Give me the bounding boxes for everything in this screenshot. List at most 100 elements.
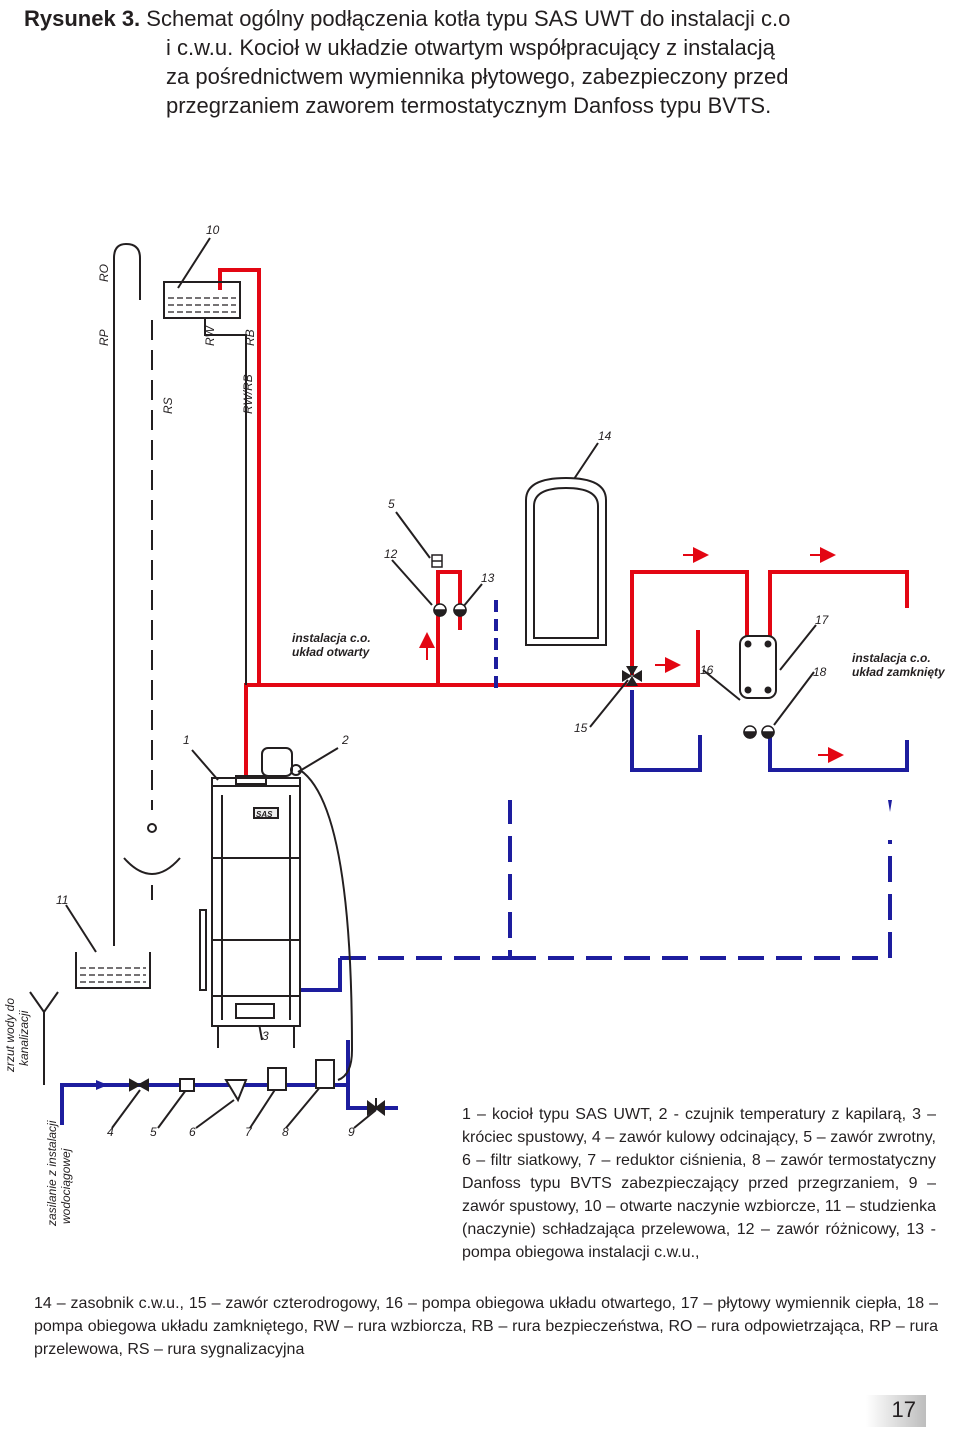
boiler-return bbox=[300, 958, 342, 992]
leader-18 bbox=[773, 671, 815, 726]
num-7: 7 bbox=[245, 1125, 253, 1139]
num-2: 2 bbox=[341, 733, 349, 747]
water-fittings bbox=[129, 1059, 385, 1116]
num-9: 9 bbox=[348, 1125, 355, 1139]
return-arrows bbox=[96, 800, 892, 1090]
cooling-vessel bbox=[75, 952, 151, 989]
thermostatic-valve-8 bbox=[315, 1059, 335, 1089]
pumps bbox=[433, 603, 775, 739]
leader-11 bbox=[65, 904, 97, 953]
drain-valve-9 bbox=[367, 1098, 385, 1116]
pump-18 bbox=[761, 725, 775, 739]
num-6: 6 bbox=[189, 1125, 196, 1139]
leader-6 bbox=[195, 1099, 235, 1129]
leader-5b bbox=[157, 1089, 187, 1129]
pressure-reducer-7 bbox=[267, 1067, 287, 1091]
supply-label-1: zasilanie z instalacji bbox=[45, 1120, 59, 1227]
num-12: 12 bbox=[384, 547, 398, 561]
num-8: 8 bbox=[282, 1125, 289, 1139]
main-supply-line bbox=[244, 630, 700, 775]
label-ro: RO bbox=[97, 264, 111, 282]
legend-right: 1 – kocioł typu SAS UWT, 2 - czujnik tem… bbox=[462, 1106, 936, 1261]
num-5b: 5 bbox=[150, 1125, 157, 1139]
ro-pipe bbox=[113, 242, 141, 300]
drain-funnel bbox=[29, 991, 59, 1085]
strainer-6 bbox=[224, 1079, 248, 1103]
rb-pipe bbox=[218, 268, 261, 685]
black-pipes bbox=[29, 237, 817, 1129]
leader-4 bbox=[111, 1089, 141, 1129]
caption-line-1: Schemat ogólny podłączenia kotła typu SA… bbox=[146, 6, 791, 31]
caption-line-2: i c.w.u. Kocioł w układzie otwartym wspó… bbox=[166, 35, 775, 60]
check-valve-5 bbox=[179, 1078, 195, 1092]
caption-line-3: za pośrednictwem wymiennika płytowego, z… bbox=[166, 64, 789, 89]
leader-5 bbox=[395, 511, 431, 559]
return-pipes bbox=[60, 600, 909, 1125]
open-system-label-2: układ otwarty bbox=[292, 645, 371, 659]
num-11: 11 bbox=[56, 893, 68, 907]
page-tab: 17 bbox=[866, 1395, 926, 1427]
leader-15 bbox=[589, 679, 629, 728]
label-rwrb: RW/RB bbox=[241, 374, 255, 414]
capillary bbox=[299, 769, 354, 1081]
caption-line-4: przegrzaniem zaworem termostatycznym Dan… bbox=[166, 93, 772, 118]
num-17: 17 bbox=[815, 613, 830, 627]
closed-system-label-1: instalacja c.o. bbox=[852, 651, 931, 665]
differential-valve-12 bbox=[431, 554, 443, 568]
num-10: 10 bbox=[206, 223, 220, 237]
leader-12 bbox=[391, 559, 433, 606]
supply-label-2: wodociągowej bbox=[59, 1148, 73, 1224]
num-4: 4 bbox=[107, 1125, 114, 1139]
pump-16 bbox=[743, 725, 757, 739]
leader-13 bbox=[462, 583, 483, 608]
water-supply-line bbox=[60, 1040, 350, 1125]
heat-exchanger-supply bbox=[630, 570, 749, 675]
pump-13 bbox=[433, 603, 447, 617]
num-13: 13 bbox=[481, 571, 495, 585]
num-18: 18 bbox=[813, 665, 827, 679]
leader-16 bbox=[702, 669, 741, 701]
boiler-badge: SAS bbox=[256, 810, 273, 819]
num-5: 5 bbox=[388, 497, 395, 511]
ball-valve-4 bbox=[129, 1078, 149, 1092]
pump-13b bbox=[453, 603, 467, 617]
plate-heat-exchanger bbox=[739, 635, 777, 699]
num-16: 16 bbox=[700, 663, 714, 677]
figure-caption: Rysunek 3. Schemat ogólny podłączenia ko… bbox=[24, 4, 934, 120]
four-way-valve bbox=[622, 666, 642, 686]
figure-label: Rysunek 3. bbox=[24, 6, 141, 31]
leader-2 bbox=[297, 747, 339, 773]
expansion-vessel bbox=[163, 281, 241, 319]
dhw-loop-pipe bbox=[436, 570, 462, 685]
drain-label-1: zrzut wody do bbox=[3, 998, 17, 1073]
open-system-label-1: instalacja c.o. bbox=[292, 631, 371, 645]
leader-17 bbox=[779, 624, 817, 671]
label-rs: RS bbox=[161, 397, 175, 414]
rs-indicator bbox=[147, 823, 157, 833]
main-return-dashed bbox=[340, 800, 512, 960]
num-14: 14 bbox=[598, 429, 612, 443]
label-rp: RP bbox=[97, 329, 111, 346]
num-1: 1 bbox=[183, 733, 190, 747]
funnel bbox=[123, 857, 181, 875]
drain-label-2: kanalizacji bbox=[17, 1010, 31, 1066]
boiler bbox=[199, 747, 302, 1048]
flow-arrows bbox=[419, 547, 844, 763]
leader-7 bbox=[249, 1084, 279, 1129]
leader-9 bbox=[353, 1109, 377, 1129]
closed-loop-supply bbox=[768, 570, 909, 638]
label-rw: RW bbox=[203, 325, 217, 346]
four-way-return bbox=[630, 690, 702, 772]
num-15: 15 bbox=[574, 721, 588, 735]
leader-1 bbox=[191, 749, 219, 781]
label-rb: RB bbox=[243, 329, 257, 346]
closed-loop-return bbox=[768, 735, 909, 772]
closed-system-label-2: układ zamknięty bbox=[852, 665, 946, 679]
page-number: 17 bbox=[891, 1397, 916, 1422]
num-3: 3 bbox=[262, 1029, 269, 1043]
dhw-tank bbox=[525, 476, 607, 646]
legend-bottom: 14 – zasobnik c.w.u., 15 – zawór czterod… bbox=[34, 1295, 938, 1358]
leader-10 bbox=[177, 237, 211, 289]
main-return-dashed-right bbox=[510, 840, 892, 960]
